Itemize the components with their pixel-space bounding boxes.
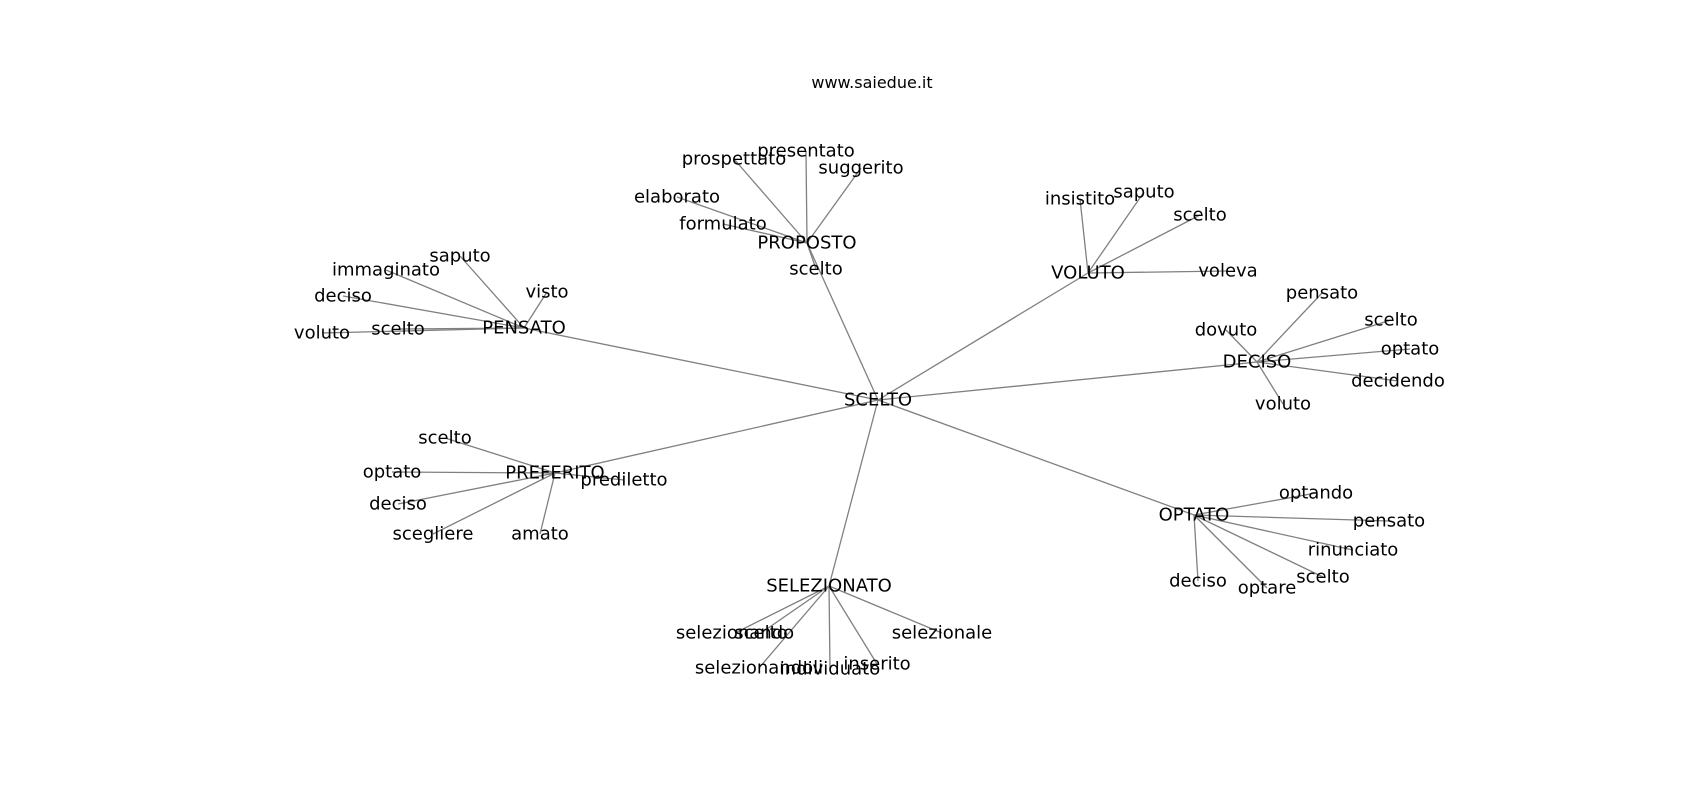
leaf-node-amato: amato <box>511 524 569 545</box>
leaf-node-dovuto: dovuto <box>1195 320 1258 341</box>
leaf-node-scelto: scelto <box>1296 567 1349 588</box>
edge-voluto-saputo <box>1087 191 1145 274</box>
edge-voluto-voleva <box>1087 270 1229 274</box>
edge-optato-deciso <box>1193 514 1199 582</box>
edge-proposto-prospettato <box>733 158 808 244</box>
leaf-node-prospettato: prospettato <box>682 149 787 170</box>
edge-deciso-optato <box>1256 348 1411 363</box>
edge-proposto-elaborato <box>676 196 808 244</box>
graph-title: www.saiedue.it <box>811 73 932 92</box>
leaf-node-scelto: scelto <box>734 623 787 644</box>
leaf-node-selezionandoli: selezionandoli <box>695 658 823 679</box>
leaf-node-optato: optato <box>1381 339 1440 360</box>
edge-proposto-suggerito <box>806 167 862 244</box>
edge-deciso-dovuto <box>1225 329 1258 363</box>
leaf-node-selezionale: selezionale <box>892 623 993 644</box>
edge-preferito-scegliere <box>432 472 556 535</box>
edge-preferito-optato <box>391 471 556 474</box>
edge-pensato-immaginato <box>385 269 525 329</box>
leaf-node-pensato: pensato <box>1353 511 1425 532</box>
leaf-node-inserito: inserito <box>843 654 910 675</box>
edge-selezionato-individuato <box>828 585 831 670</box>
leaf-node-selezionando: selezionando <box>676 623 794 644</box>
leaf-node-voluto: voluto <box>1255 394 1311 415</box>
edge-selezionato-scelto <box>760 585 830 634</box>
edge-preferito-amato <box>539 472 556 535</box>
edge-voluto-insistito <box>1079 198 1089 274</box>
edge-proposto-formulato <box>722 223 808 244</box>
edge-root-pensato <box>523 327 879 401</box>
leaf-node-optando: optando <box>1279 483 1353 504</box>
edge-root-preferito <box>554 399 879 474</box>
hub-node-voluto: VOLUTO <box>1051 263 1125 284</box>
leaf-node-optato: optato <box>363 462 422 483</box>
leaf-node-insistito: insistito <box>1045 189 1115 210</box>
leaf-node-rinunciato: rinunciato <box>1308 540 1399 561</box>
edge-voluto-scelto <box>1087 214 1201 274</box>
edge-proposto-presentato <box>805 150 808 244</box>
leaf-node-optare: optare <box>1238 578 1297 599</box>
leaf-node-formulato: formulato <box>679 214 766 235</box>
leaf-node-saputo: saputo <box>1113 182 1174 203</box>
edge-selezionato-selezionando <box>734 585 830 634</box>
leaf-node-voluto: voluto <box>294 323 350 344</box>
leaf-node-pensato: pensato <box>1286 283 1358 304</box>
leaf-node-decidendo: decidendo <box>1351 371 1445 392</box>
hub-node-deciso: DECISO <box>1223 352 1292 373</box>
root-node: SCELTO <box>844 390 912 411</box>
leaf-node-elaborato: elaborato <box>634 187 720 208</box>
leaf-node-deciso: deciso <box>314 286 372 307</box>
edge-optato-optando <box>1193 492 1317 516</box>
edge-pensato-saputo <box>459 255 525 329</box>
leaf-node-scelto: scelto <box>1173 205 1226 226</box>
hub-node-proposto: PROPOSTO <box>757 233 856 254</box>
edge-pensato-scelto <box>397 327 525 330</box>
leaf-node-saputo: saputo <box>429 246 490 267</box>
edge-proposto-scelto <box>806 242 817 270</box>
graph-edges <box>321 150 1411 670</box>
leaf-node-scelto: scelto <box>789 259 842 280</box>
hub-node-pensato: PENSATO <box>482 318 566 339</box>
leaf-node-voleva: voleva <box>1198 261 1257 282</box>
leaf-node-prediletto: prediletto <box>580 470 667 491</box>
leaf-node-scelto: scelto <box>371 319 424 340</box>
edge-optato-rinunciato <box>1193 514 1354 551</box>
leaf-node-scelto: scelto <box>418 428 471 449</box>
edge-root-optato <box>877 399 1195 516</box>
edge-root-proposto <box>806 242 879 401</box>
edge-deciso-voluto <box>1256 361 1284 405</box>
leaf-node-visto: visto <box>525 282 568 303</box>
hub-node-preferito: PREFERITO <box>505 463 604 484</box>
edge-preferito-prediletto <box>554 472 625 481</box>
hub-node-selezionato: SELEZIONATO <box>766 576 892 597</box>
edge-optato-scelto <box>1193 514 1324 578</box>
leaf-node-scelto: scelto <box>1364 310 1417 331</box>
edge-selezionato-inserito <box>828 585 878 665</box>
edge-root-deciso <box>877 361 1258 401</box>
edge-selezionato-selezionale <box>828 585 943 634</box>
leaf-node-immaginato: immaginato <box>332 260 440 281</box>
leaf-node-deciso: deciso <box>1169 571 1227 592</box>
leaf-node-scegliere: scegliere <box>393 524 474 545</box>
edge-deciso-scelto <box>1256 319 1392 363</box>
edge-root-voluto <box>877 272 1089 401</box>
edge-pensato-visto <box>523 291 548 329</box>
edge-deciso-pensato <box>1256 292 1323 363</box>
edge-deciso-decidendo <box>1256 361 1399 382</box>
leaf-node-individuato: individuato <box>780 659 880 680</box>
edge-selezionato-selezionandoli <box>758 585 830 669</box>
leaf-node-deciso: deciso <box>369 494 427 515</box>
edge-root-selezionato <box>828 399 879 587</box>
hub-node-optato: OPTATO <box>1159 505 1230 526</box>
leaf-node-suggerito: suggerito <box>818 158 903 179</box>
leaf-node-presentato: presentato <box>757 141 855 162</box>
edge-optato-optare <box>1193 514 1268 589</box>
edge-preferito-deciso <box>397 472 556 505</box>
edge-optato-pensato <box>1193 514 1390 522</box>
edge-pensato-deciso <box>342 295 525 329</box>
edge-preferito-scelto <box>444 437 556 474</box>
